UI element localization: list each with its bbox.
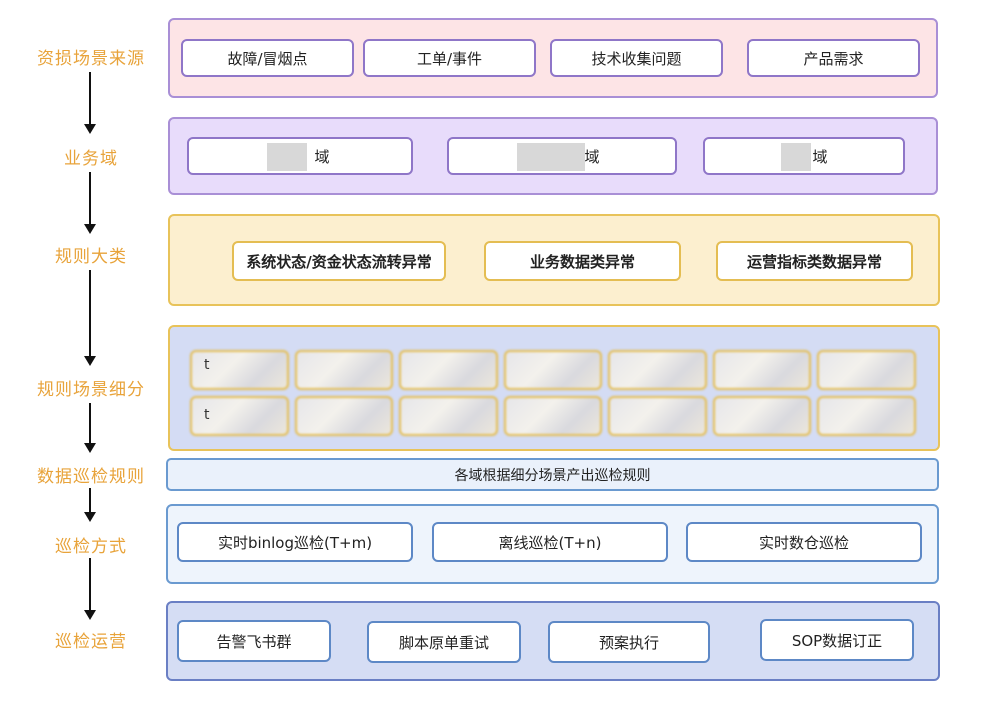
- scene-item: [817, 396, 916, 436]
- scene-item: [712, 350, 812, 390]
- scene-item: [190, 396, 289, 436]
- source-item: 产品需求: [747, 39, 920, 77]
- domain-item: 域: [187, 137, 413, 175]
- category-item: 业务数据类异常: [484, 241, 681, 281]
- scene-item: [190, 350, 289, 390]
- scene-item: [608, 396, 707, 436]
- step-label-scene: 规则场景细分: [37, 380, 145, 400]
- method-item: 实时数仓巡检: [686, 522, 922, 562]
- scene-item: [817, 350, 916, 390]
- domain-item-label: 域: [314, 147, 330, 166]
- step-label-source: 资损场景来源: [37, 49, 145, 69]
- scene-item: [294, 350, 394, 390]
- category-item: 系统状态/资金状态流转异常: [232, 241, 446, 281]
- domain-item-label: 域: [584, 147, 600, 166]
- domain-item-label: 域: [812, 147, 828, 166]
- domain-item: 域: [703, 137, 905, 175]
- source-item: 故障/冒烟点: [181, 39, 354, 77]
- arrow-5: [84, 488, 96, 522]
- arrow-2: [84, 172, 96, 234]
- step-label-rule: 数据巡检规则: [37, 467, 145, 487]
- redacted-mask: [267, 143, 307, 171]
- arrow-1: [84, 72, 96, 134]
- method-item: 离线巡检(T+n): [432, 522, 668, 562]
- source-item: 技术收集问题: [550, 39, 723, 77]
- step-label-domain: 业务域: [64, 149, 118, 169]
- rule-text: 各域根据细分场景产出巡检规则: [454, 467, 651, 484]
- scene-item: [608, 350, 707, 390]
- scene-partial-char: t: [204, 407, 210, 423]
- arrow-4: [84, 403, 96, 453]
- step-label-ops: 巡检运营: [55, 632, 127, 652]
- scene-item: [503, 396, 603, 436]
- arrow-3: [84, 270, 96, 366]
- scene-grid-redacted: [190, 350, 916, 436]
- scene-item: [294, 396, 394, 436]
- scene-item: [399, 396, 498, 436]
- category-item: 运营指标类数据异常: [716, 241, 913, 281]
- ops-item: SOP数据订正: [760, 619, 914, 661]
- scene-partial-char: t: [204, 357, 210, 373]
- scene-item: [712, 396, 812, 436]
- ops-item: 脚本原单重试: [367, 621, 521, 663]
- source-item: 工单/事件: [363, 39, 536, 77]
- arrow-6: [84, 558, 96, 620]
- redacted-mask: [517, 143, 585, 171]
- domain-item: 域: [447, 137, 677, 175]
- step-label-category: 规则大类: [55, 247, 127, 267]
- method-item: 实时binlog巡检(T+m): [177, 522, 413, 562]
- scene-item: [503, 350, 603, 390]
- scene-item: [399, 350, 498, 390]
- ops-item: 告警飞书群: [177, 620, 331, 662]
- redacted-mask: [781, 143, 811, 171]
- ops-item: 预案执行: [548, 621, 710, 663]
- rule-panel: 各域根据细分场景产出巡检规则: [166, 458, 939, 491]
- step-label-method: 巡检方式: [55, 537, 127, 557]
